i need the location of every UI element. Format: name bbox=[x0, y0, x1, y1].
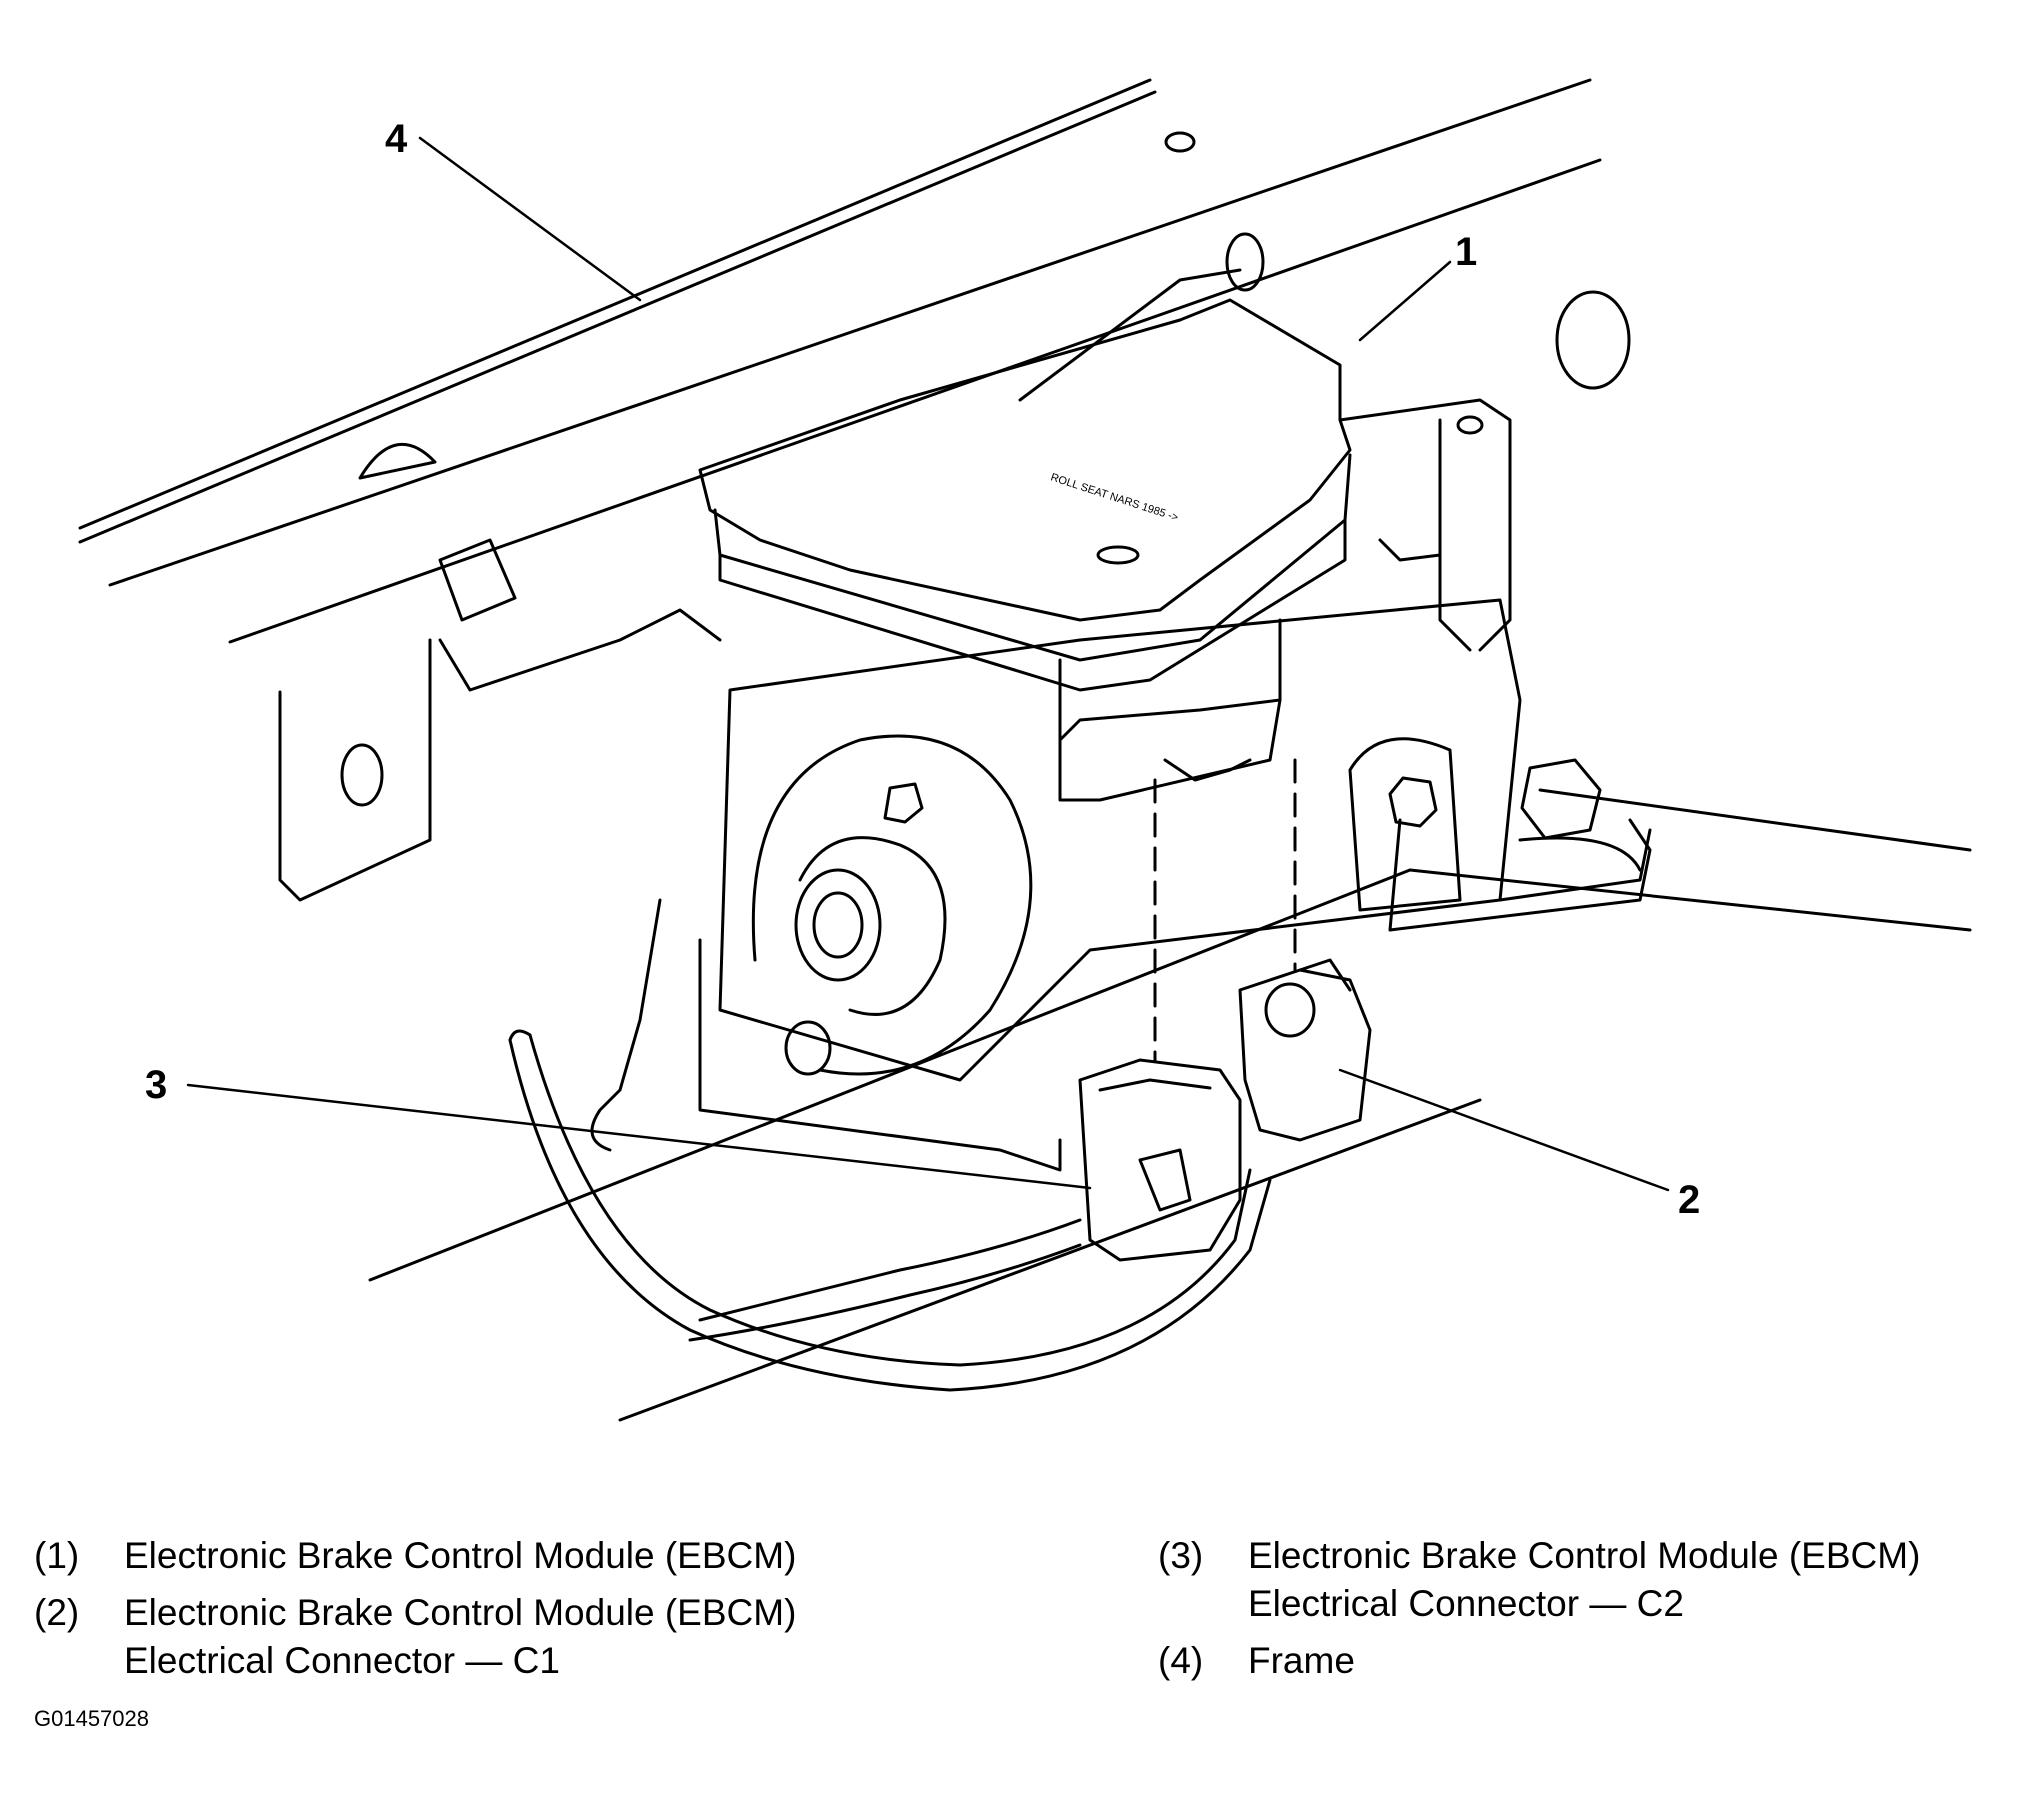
legend-text: Electronic Brake Control Module (EBCM) bbox=[124, 1535, 797, 1576]
ebcm-module: ROLL SEAT NARS 1985 -> bbox=[698, 268, 1512, 802]
legend-number: (1) bbox=[34, 1535, 80, 1576]
ebcm-illustration: ROLL SEAT NARS 1985 -> bbox=[78, 78, 1972, 1422]
legend-text: Electronic Brake Control Module (EBCM) E… bbox=[124, 1592, 797, 1681]
hydraulic-unit bbox=[718, 598, 1642, 1082]
connector-c2 bbox=[1078, 778, 1242, 1262]
legend-item-4: (4) Frame bbox=[1158, 1637, 2028, 1685]
callout-2: 2 bbox=[1678, 1178, 1700, 1222]
legend-item-2: (2) Electronic Brake Control Module (EBC… bbox=[34, 1589, 964, 1685]
legend-left-column: (1) Electronic Brake Control Module (EBC… bbox=[34, 1532, 964, 1694]
legend-number: (4) bbox=[1158, 1640, 1204, 1681]
legend-item-1: (1) Electronic Brake Control Module (EBC… bbox=[34, 1532, 964, 1580]
callout-3: 3 bbox=[145, 1063, 167, 1107]
leader-lines bbox=[186, 136, 1670, 1192]
mounting-bracket bbox=[438, 608, 1652, 1172]
callout-4: 4 bbox=[385, 117, 408, 161]
module-stamp: ROLL SEAT NARS 1985 -> bbox=[1049, 471, 1180, 524]
legend-right-column: (3) Electronic Brake Control Module (EBC… bbox=[1158, 1532, 2028, 1694]
figure-id: G01457028 bbox=[34, 1706, 149, 1731]
legend-number: (2) bbox=[34, 1592, 80, 1633]
legend-text: Frame bbox=[1248, 1640, 1355, 1681]
legend-item-3: (3) Electronic Brake Control Module (EBC… bbox=[1158, 1532, 2028, 1628]
legend-text: Electronic Brake Control Module (EBCM) E… bbox=[1248, 1535, 1921, 1624]
legend-number: (3) bbox=[1158, 1535, 1204, 1576]
wiring-harness bbox=[508, 1029, 1272, 1392]
callout-1: 1 bbox=[1455, 230, 1477, 274]
connector-c1 bbox=[1238, 758, 1372, 1142]
